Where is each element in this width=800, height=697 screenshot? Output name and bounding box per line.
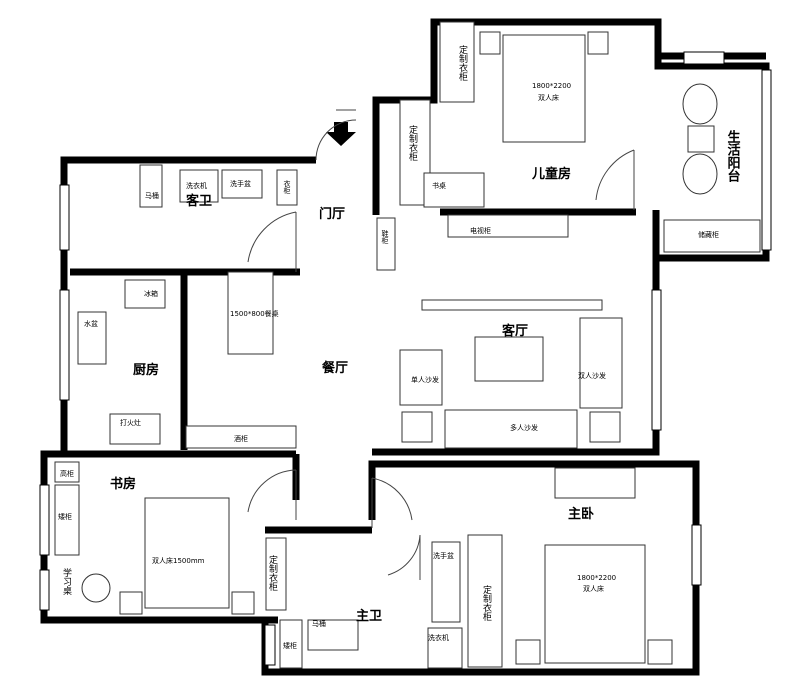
label-tv-cabinet: 电视柜 [470, 226, 491, 235]
label-master-bed: 双人床 [583, 584, 604, 593]
room-balcony: 生活阳台 [725, 129, 741, 183]
label-wine-cabinet: 酒柜 [234, 434, 248, 443]
label-guest-closet: 衣柜 [283, 179, 291, 195]
room-master-bedroom: 主卧 [568, 506, 594, 522]
label-shoe-cabinet: 鞋柜 [381, 229, 389, 245]
label-guest-basin: 洗手盆 [230, 179, 251, 188]
label-master-bed-size: 1800*2200 [577, 574, 616, 582]
label-kids-wardrobe-1: 定制衣柜 [457, 44, 468, 82]
label-tall-cabinet: 高柜 [60, 469, 74, 478]
label-mb-washer: 洗衣机 [428, 633, 449, 642]
entrance-arrow-icon [326, 122, 356, 146]
label-study-bed: 双人床1500mm [152, 556, 205, 565]
label-stove: 打火灶 [120, 418, 141, 427]
label-kids-bed-size: 1800*2200 [532, 82, 571, 90]
label-mb-toilet: 马桶 [312, 619, 326, 628]
room-master-bath: 主卫 [356, 608, 382, 624]
label-guest-toilet: 马桶 [145, 191, 159, 200]
label-low-cabinet: 矮柜 [58, 512, 72, 521]
room-kitchen: 厨房 [133, 362, 159, 378]
label-mb-basin: 洗手盆 [433, 551, 454, 560]
room-dining: 餐厅 [321, 360, 348, 376]
room-study: 书房 [110, 476, 136, 492]
label-mb-wardrobe-1: 定制衣柜 [267, 554, 278, 592]
room-guest-bath: 客卫 [186, 193, 212, 209]
room-labels: 儿童房 生活阳台 客卫 门厅 厨房 餐厅 客厅 书房 主卫 主卧 [110, 129, 740, 624]
furniture-labels: 定制衣柜 定制衣柜 1800*2200 双人床 书桌 电视柜 储藏柜 鞋柜 马桶… [58, 44, 719, 650]
windows [39, 51, 772, 666]
label-kids-wardrobe-2: 定制衣柜 [407, 124, 418, 162]
label-double-sofa: 双人沙发 [578, 371, 606, 380]
label-fridge: 冰箱 [144, 289, 158, 298]
label-guest-washer: 洗衣机 [186, 181, 207, 190]
room-foyer: 门厅 [319, 206, 345, 222]
label-storage-cabinet: 储藏柜 [698, 230, 719, 239]
label-desk: 书桌 [432, 181, 446, 190]
label-sink: 水盆 [84, 319, 98, 328]
room-living: 客厅 [502, 323, 528, 339]
furniture [54, 21, 761, 669]
room-kids: 儿童房 [531, 166, 571, 182]
label-multi-sofa: 多人沙发 [510, 423, 538, 432]
label-study-desk: 学习桌 [61, 567, 72, 596]
label-mb-wardrobe-2: 定制衣柜 [481, 584, 492, 622]
label-single-sofa: 单人沙发 [411, 375, 439, 384]
label-mb-low-cabinet: 矮柜 [283, 641, 297, 650]
label-dining-table: 1500*800餐桌 [230, 309, 279, 318]
label-kids-bed: 双人床 [538, 93, 559, 102]
doors [247, 109, 635, 580]
